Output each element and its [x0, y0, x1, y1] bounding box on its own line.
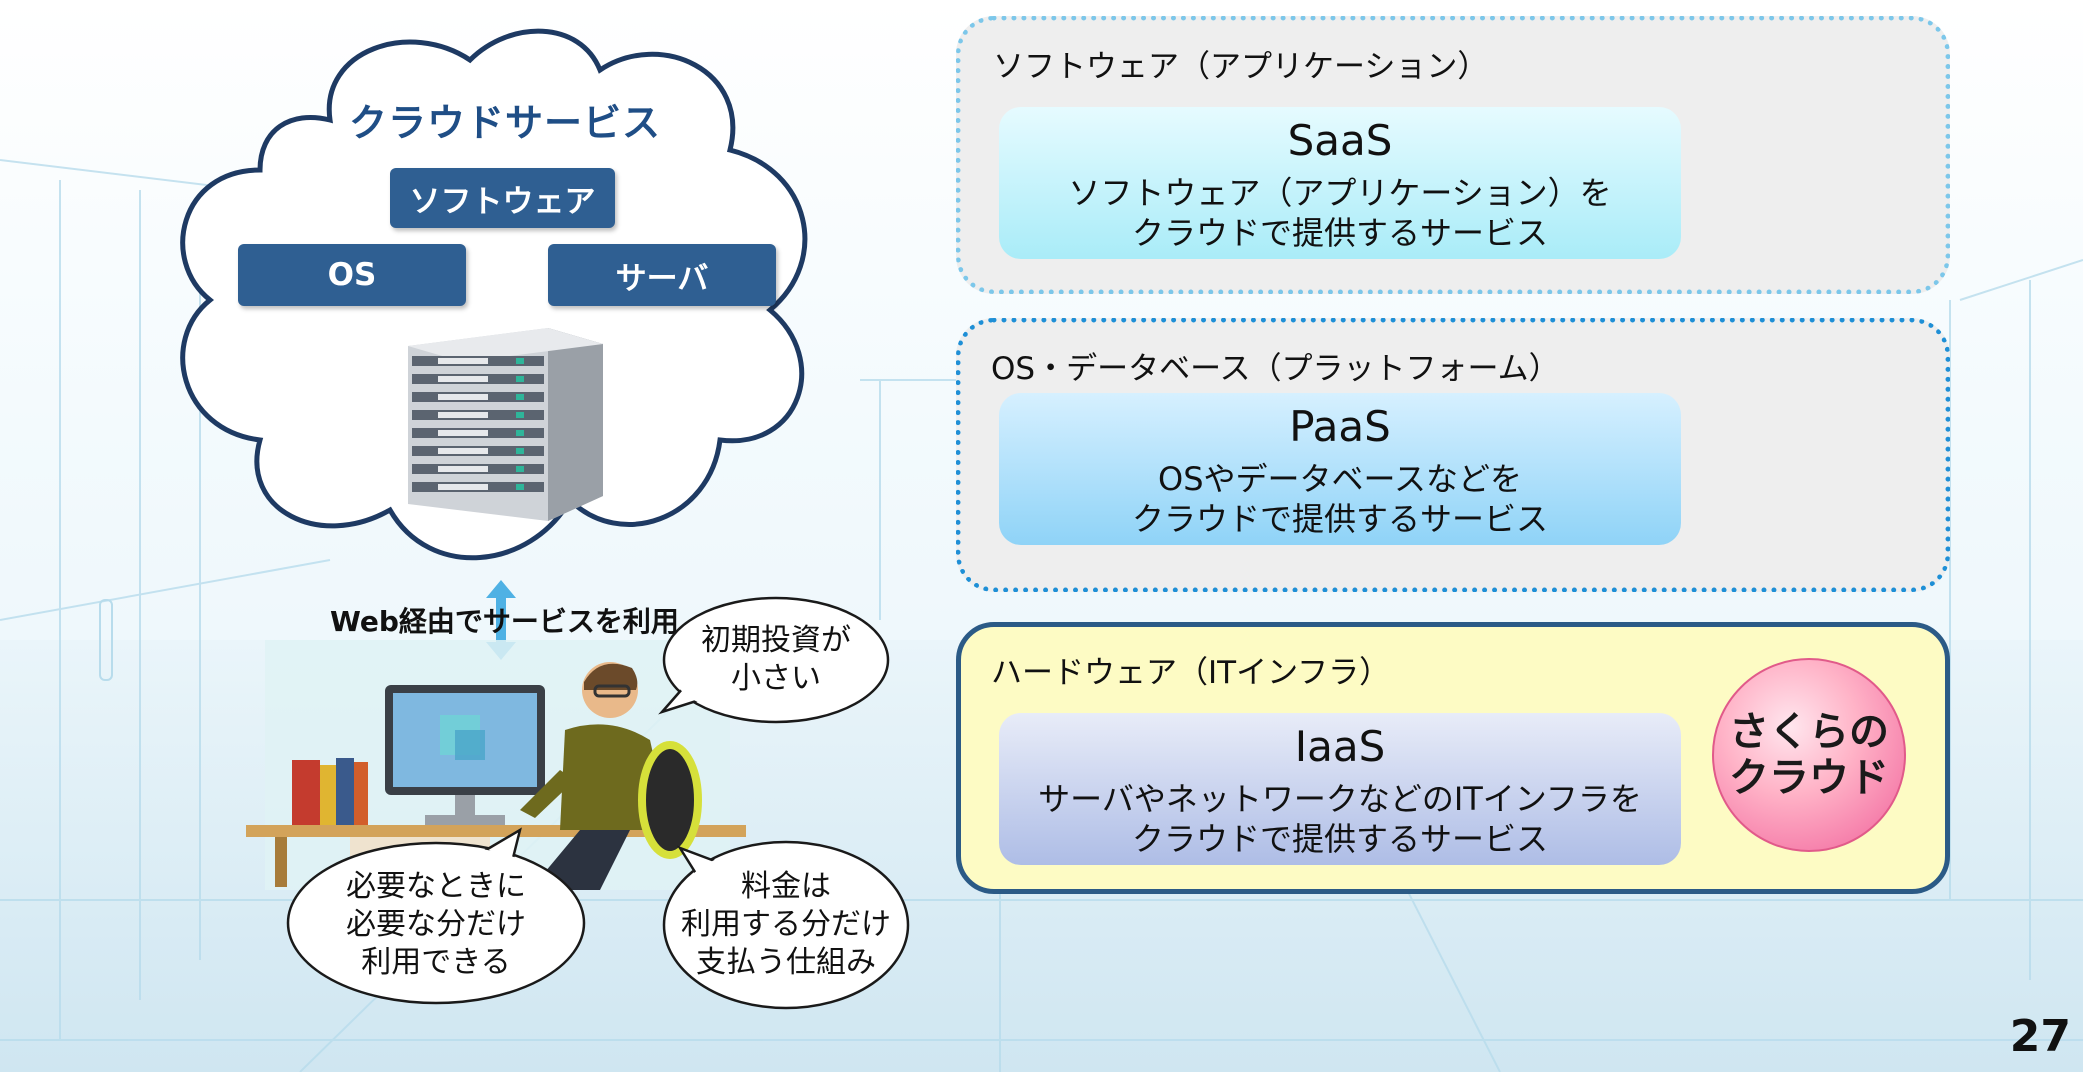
software-layer-panel: ソフトウェア（アプリケーション） SaaS ソフトウェア（アプリケーション）を … [956, 16, 1950, 294]
bubble-line: 利用できる [361, 945, 511, 980]
platform-layer-panel: OS・データベース（プラットフォーム） PaaS OSやデータベースなどを クラ… [956, 318, 1950, 592]
server-rack-icon [408, 328, 603, 521]
software-layer-title: ソフトウェア（アプリケーション） [993, 49, 1489, 85]
saas-card: SaaS ソフトウェア（アプリケーション）を クラウドで提供するサービス [999, 107, 1681, 259]
bubble-line: 初期投資が [701, 623, 851, 658]
bubble-line: 利用する分だけ [681, 907, 891, 942]
saas-desc-line1: ソフトウェア（アプリケーション）を [1068, 174, 1612, 212]
bubble-line: 必要なときに [346, 869, 526, 904]
iaas-desc-line2: クラウドで提供するサービス [1131, 820, 1548, 858]
saas-label: SaaS [1287, 116, 1393, 165]
sakura-cloud-badge: さくらの クラウド [1712, 658, 1906, 852]
bubble-line: 料金は [741, 869, 831, 904]
saas-desc-line2: クラウドで提供するサービス [1131, 214, 1548, 252]
hardware-layer-title: ハードウェア（ITインフラ） [991, 655, 1391, 691]
server-box: サーバ [548, 244, 776, 306]
software-box: ソフトウェア [390, 168, 615, 228]
badge-line: クラウド [1729, 755, 1889, 801]
page-number: 27 [2009, 1011, 2071, 1062]
bubble-line: 必要な分だけ [346, 907, 526, 942]
iaas-label: IaaS [1294, 722, 1386, 771]
badge-line: さくらの [1729, 709, 1889, 755]
bubble-on-demand: 必要なときに 必要な分だけ 利用できる [306, 868, 566, 982]
os-box: OS [238, 244, 466, 306]
cloud-title: クラウドサービス [348, 101, 661, 145]
bubble-pay-per-use: 料金は 利用する分だけ 支払う仕組み [666, 868, 906, 982]
platform-layer-title: OS・データベース（プラットフォーム） [991, 351, 1560, 387]
paas-card: PaaS OSやデータベースなどを クラウドで提供するサービス [999, 393, 1681, 545]
iaas-card: IaaS サーバやネットワークなどのITインフラを クラウドで提供するサービス [999, 713, 1681, 865]
paas-desc-line1: OSやデータベースなどを [1158, 460, 1522, 498]
paas-label: PaaS [1289, 402, 1391, 451]
iaas-desc-line1: サーバやネットワークなどのITインフラを [1038, 780, 1642, 818]
bubble-line: 小さい [731, 661, 821, 696]
bubble-initial-investment: 初期投資が 小さい [676, 622, 876, 698]
double-arrow-icon [486, 580, 516, 660]
bubble-line: 支払う仕組み [696, 945, 876, 980]
paas-desc-line2: クラウドで提供するサービス [1131, 500, 1548, 538]
web-usage-caption: Web経由でサービスを利用 [330, 605, 679, 638]
cloud-shape [180, 28, 808, 561]
